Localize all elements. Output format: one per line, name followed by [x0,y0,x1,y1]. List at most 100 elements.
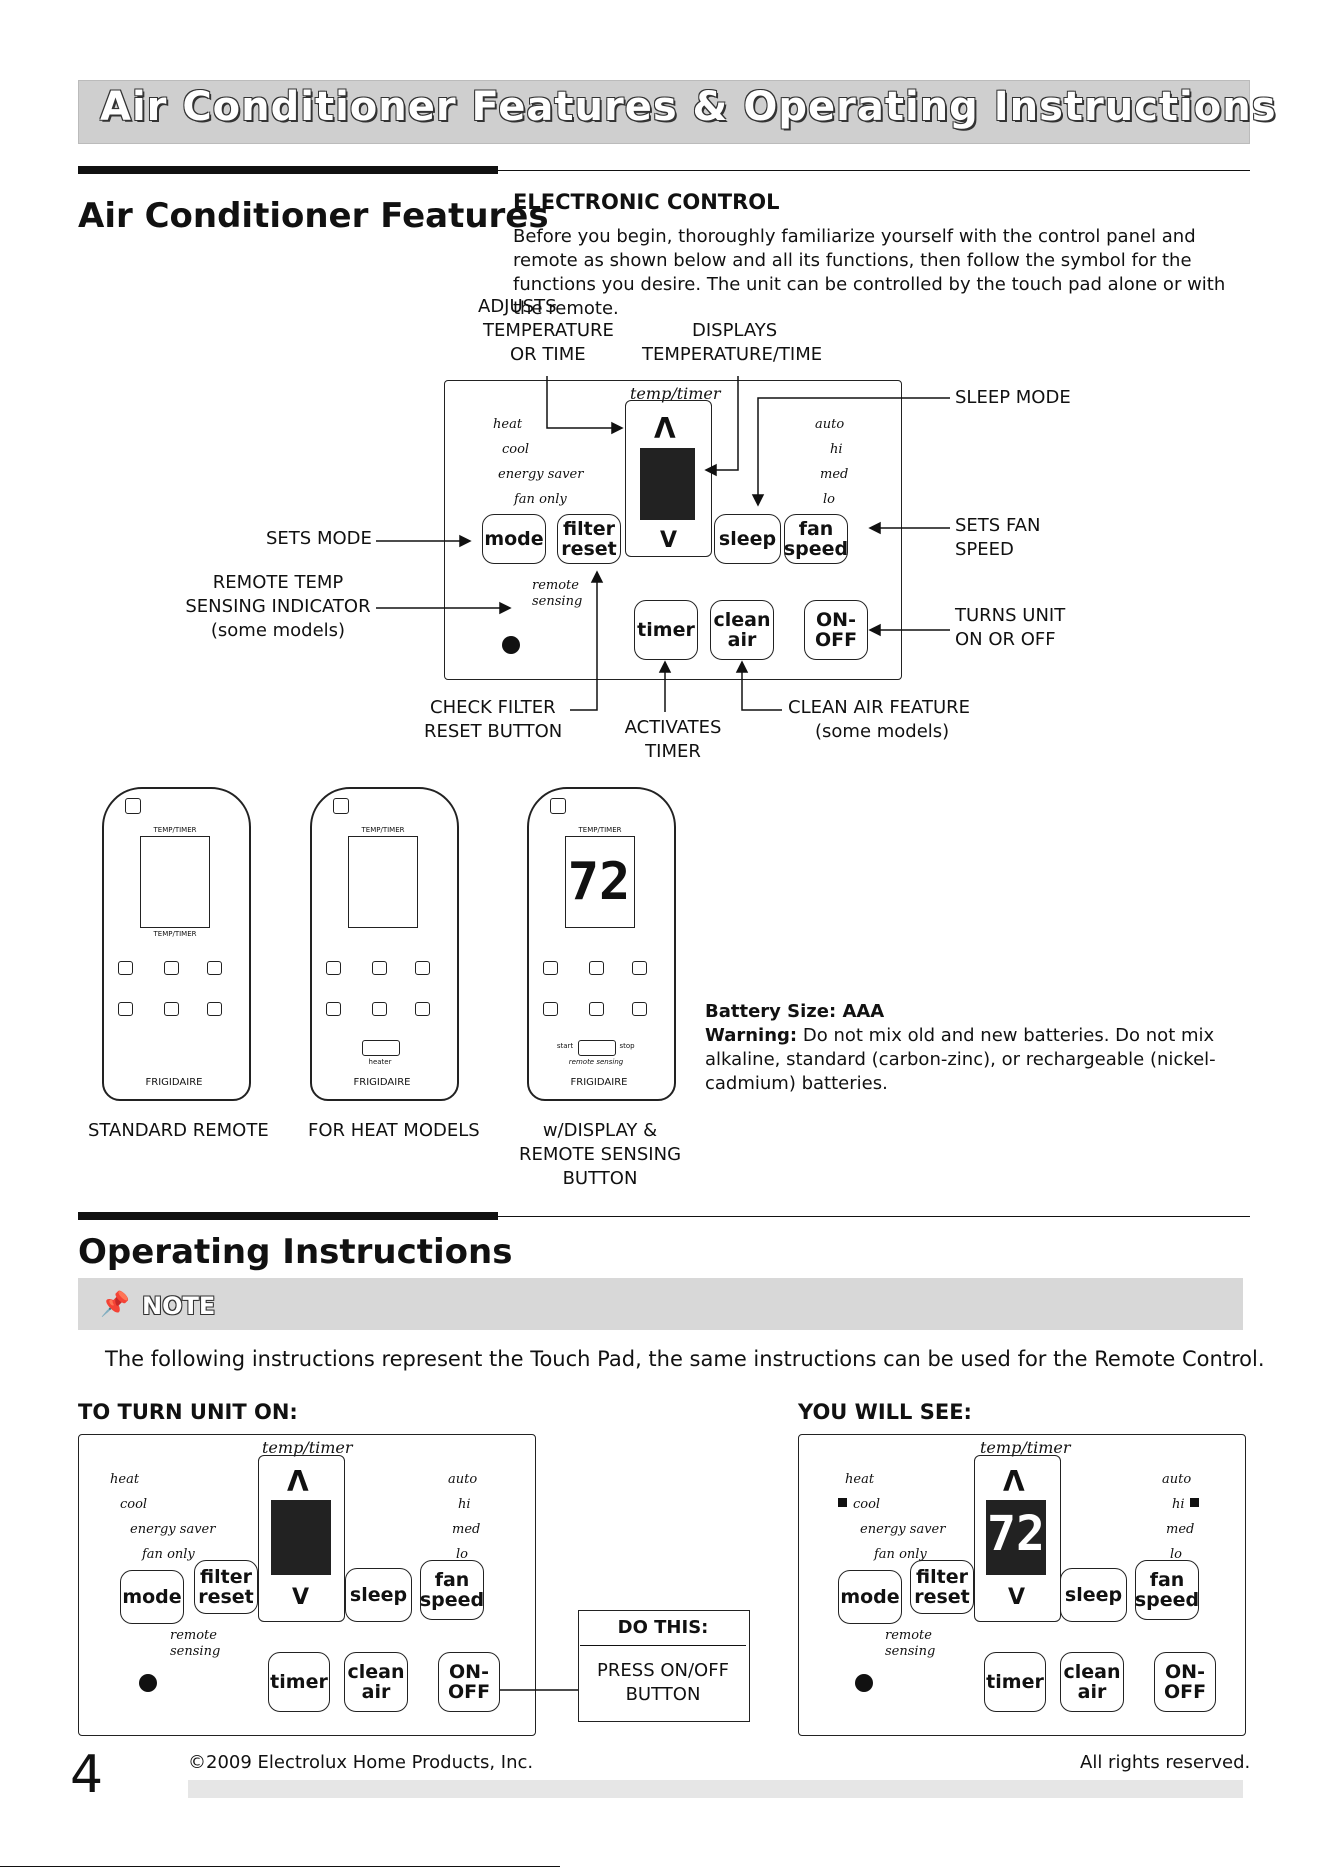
speed-med: med [1166,1522,1195,1537]
remote-energy-button[interactable] [589,961,604,975]
remote-fan-button[interactable] [415,961,430,975]
caption-standard-remote: STANDARD REMOTE [88,1120,269,1141]
bottom-edge-rule [0,1866,560,1867]
remote-energy-button[interactable] [372,961,387,975]
on-off-button[interactable]: ON-OFF [438,1652,500,1712]
remote-sensing-indicator-icon [502,636,520,654]
mode-fan-only: fan only [874,1547,927,1562]
do-this-label: DO THIS: [617,1617,709,1638]
mode-fan-only: fan only [514,492,567,507]
mode-energy-saver: energy saver [130,1522,216,1537]
timer-button[interactable]: timer [268,1652,330,1712]
remote-sensing-label-2: sensing [532,594,583,609]
you-will-see-heading: YOU WILL SEE: [798,1400,972,1424]
remote-timer-button[interactable] [632,1002,647,1016]
temperature-display [271,1500,331,1575]
remote-timer-button[interactable] [415,1002,430,1016]
speed-lo: lo [456,1547,468,1562]
power-icon[interactable] [333,798,349,814]
start-label: start [556,1042,574,1050]
down-arrow-icon[interactable]: V [292,1585,310,1610]
remote-cool-button[interactable] [118,961,133,975]
caption-display-3: BUTTON [562,1168,638,1189]
remote-bottom-label: TEMP/TIMER [153,930,197,938]
remote-body [102,787,251,1101]
remote-cool-button[interactable] [326,961,341,975]
callout-remote-temp-2: SENSING INDICATOR [185,596,371,617]
remote-heater-button[interactable] [362,1040,400,1056]
remote-sensing-indicator-icon [855,1674,873,1692]
mode-button[interactable]: mode [120,1570,184,1624]
on-off-button[interactable]: ON-OFF [804,600,868,660]
remote-top-label: TEMP/TIMER [578,826,622,834]
remote-top-label: TEMP/TIMER [153,826,197,834]
section-rule-thin [498,1216,1250,1217]
up-arrow-icon[interactable]: Λ [654,412,676,445]
on-off-button[interactable]: ON-OFF [1154,1652,1216,1712]
remote-screen [565,836,635,928]
caption-display-1: w/DISPLAY & [542,1120,658,1141]
down-arrow-icon[interactable]: V [660,528,678,553]
remote-sleep-button[interactable] [118,1002,133,1016]
heater-label: heater [368,1058,392,1066]
up-arrow-icon[interactable]: Λ [287,1465,309,1498]
remote-sleep-button[interactable] [543,1002,558,1016]
remote-auto-button[interactable] [372,1002,387,1016]
sleep-button[interactable]: sleep [1060,1568,1127,1622]
remote-timer-button[interactable] [207,1002,222,1016]
temp-timer-label: temp/timer [980,1438,1071,1457]
remote-sensing-button[interactable] [578,1040,616,1056]
caption-display-2: REMOTE SENSING [518,1144,682,1165]
speed-lo: lo [823,492,835,507]
remote-fan-button[interactable] [207,961,222,975]
temperature-display [640,448,695,520]
remote-energy-button[interactable] [164,961,179,975]
callout-displays-2: TEMPERATURE/TIME [642,344,823,365]
up-arrow-icon[interactable]: Λ [1003,1465,1025,1498]
speed-auto: auto [815,417,845,432]
remote-sensing-label-2: sensing [885,1644,936,1659]
speed-auto: auto [448,1472,478,1487]
turn-on-heading: TO TURN UNIT ON: [78,1400,298,1424]
section-rule-thick [78,1212,498,1220]
callout-remote-temp-3: (some models) [210,620,346,641]
copyright: ©2009 Electrolux Home Products, Inc. [188,1752,534,1773]
remote-fan-button[interactable] [632,961,647,975]
battery-warning: Warning: Do not mix old and new batterie… [705,1025,1216,1094]
power-icon[interactable] [550,798,566,814]
remote-brand: FRIGIDAIRE [353,1077,411,1088]
mode-heat: heat [110,1472,140,1487]
remote-auto-button[interactable] [589,1002,604,1016]
operating-heading: Operating Instructions [78,1232,513,1272]
remote-auto-button[interactable] [164,1002,179,1016]
down-arrow-icon[interactable]: V [1008,1585,1026,1610]
timer-button[interactable]: timer [984,1652,1046,1712]
mode-fan-only: fan only [142,1547,195,1562]
sleep-button[interactable]: sleep [345,1568,412,1622]
callout-sets-fan-1: SETS FAN [955,515,1041,536]
remote-sleep-button[interactable] [326,1002,341,1016]
mode-energy-saver: energy saver [860,1522,946,1537]
remote-cool-button[interactable] [543,961,558,975]
callout-sets-fan-2: SPEED [955,539,1014,560]
callout-clean-air-2: (some models) [815,721,950,742]
mode-button[interactable]: mode [838,1570,902,1624]
mode-button[interactable]: mode [482,514,546,564]
callout-sleep-mode: SLEEP MODE [955,387,1071,408]
note-text: The following instructions represent the… [105,1347,1265,1371]
sleep-button[interactable]: sleep [714,514,781,564]
mode-heat: heat [493,417,523,432]
callout-activates-2: TIMER [645,741,701,762]
remote-sensing-label: remote sensing [568,1058,624,1066]
timer-button[interactable]: timer [634,600,698,660]
power-icon[interactable] [125,798,141,814]
